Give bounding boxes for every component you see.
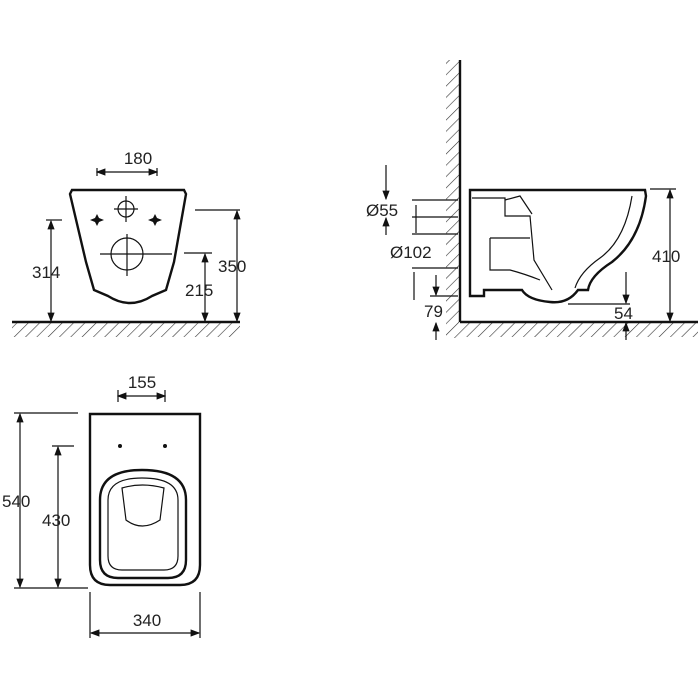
dim-d55-label: Ø55	[366, 201, 398, 220]
dim-79-label: 79	[424, 302, 443, 321]
dim-155-label: 155	[128, 373, 156, 392]
dim-540-label: 540	[2, 492, 30, 511]
dim-215-label: 215	[185, 281, 213, 300]
floor-hatch	[12, 323, 240, 337]
bowl-top-outline	[88, 412, 202, 587]
mount-hole-right	[148, 214, 162, 226]
dim-180-label: 180	[124, 149, 152, 168]
dim-350-label: 350	[218, 257, 246, 276]
dim-430-label: 430	[42, 511, 70, 530]
bowl-front-outline	[68, 188, 188, 305]
dim-d102-label: Ø102	[390, 243, 432, 262]
side-view: Ø55 Ø102 79 410 54	[366, 60, 698, 340]
bowl-side-outline	[468, 188, 648, 304]
dim-340-label: 340	[133, 611, 161, 630]
front-view: 180 314 350 215	[12, 149, 246, 337]
dim-314-label: 314	[32, 263, 60, 282]
dim-410-label: 410	[652, 247, 680, 266]
mount-hole-left	[90, 214, 104, 226]
floor-hatch	[460, 323, 698, 337]
dim-54-label: 54	[614, 304, 633, 323]
seat-outline	[98, 468, 188, 580]
top-view: 155 540 430 340	[2, 373, 202, 638]
